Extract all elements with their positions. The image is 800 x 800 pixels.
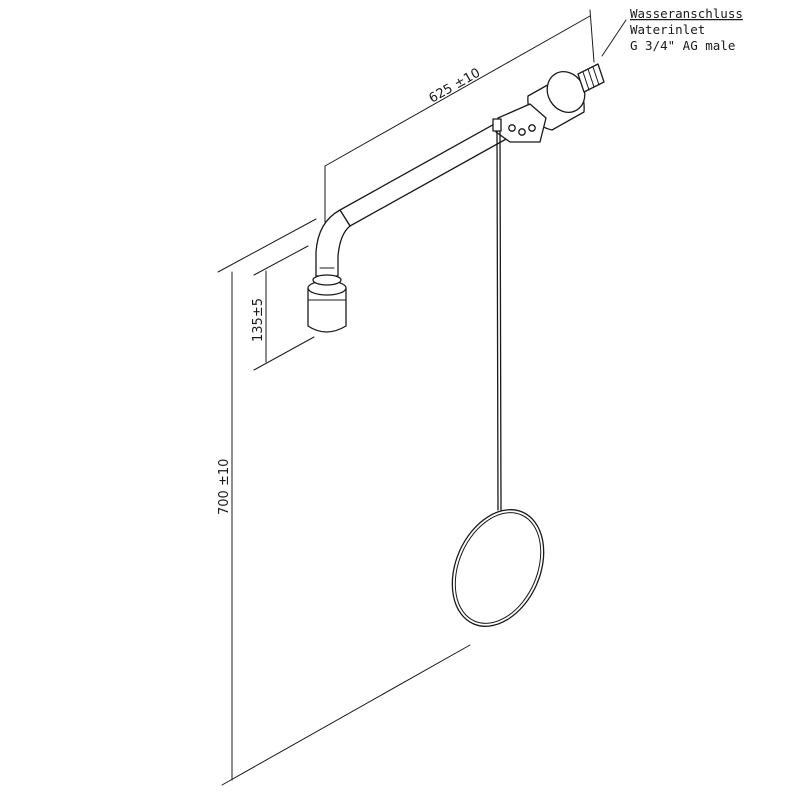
dimension-total-height: 700 ±10: [217, 218, 471, 786]
dimension-label-total-height: 700 ±10: [217, 459, 232, 515]
arm-elbow: [315, 209, 351, 277]
shower-head-body: [307, 287, 347, 333]
dimension-head-offset: 135±5: [251, 245, 315, 371]
pull-ring-inner: [454, 512, 542, 624]
lever-plate: [495, 103, 547, 143]
thread-line-2: [587, 68, 595, 88]
annotation-line-2: G 3/4" AG male: [630, 38, 735, 53]
lever-bolt-1: [508, 124, 516, 132]
shower-head: [307, 274, 347, 333]
valve-assembly: [492, 63, 605, 143]
pull-rod-edge: [499, 130, 502, 511]
lever-bolt-2: [518, 128, 526, 136]
shower-head-collar: [312, 274, 342, 286]
annotation-water-inlet: Wasseranschluss Waterinlet G 3/4" AG mal…: [601, 6, 743, 57]
extension-line-height-bottom: [221, 644, 471, 786]
annotation-title: Wasseranschluss: [630, 6, 743, 21]
annotation-line-1: Waterinlet: [630, 22, 705, 37]
extension-line-offset-bottom: [253, 336, 315, 371]
extension-line-height-top: [217, 218, 317, 273]
thread-line-1: [582, 71, 590, 91]
extension-line-arm-right: [589, 9, 595, 63]
pull-handle: [451, 130, 545, 627]
annotation-leader-line: [601, 19, 627, 57]
dimension-label-arm-length: 625 ±10: [427, 66, 483, 107]
pull-rod: [496, 130, 499, 511]
pull-rod-mount: [492, 118, 502, 132]
pull-ring: [451, 509, 545, 627]
dimension-line-arm: [324, 15, 591, 167]
extension-line-offset-top: [253, 245, 309, 276]
shower-arm: [315, 121, 509, 277]
arm-pipe: [339, 121, 509, 227]
dimension-label-head-offset: 135±5: [251, 298, 266, 342]
lever-bolt-3: [528, 124, 536, 132]
thread-line-3: [592, 66, 600, 86]
